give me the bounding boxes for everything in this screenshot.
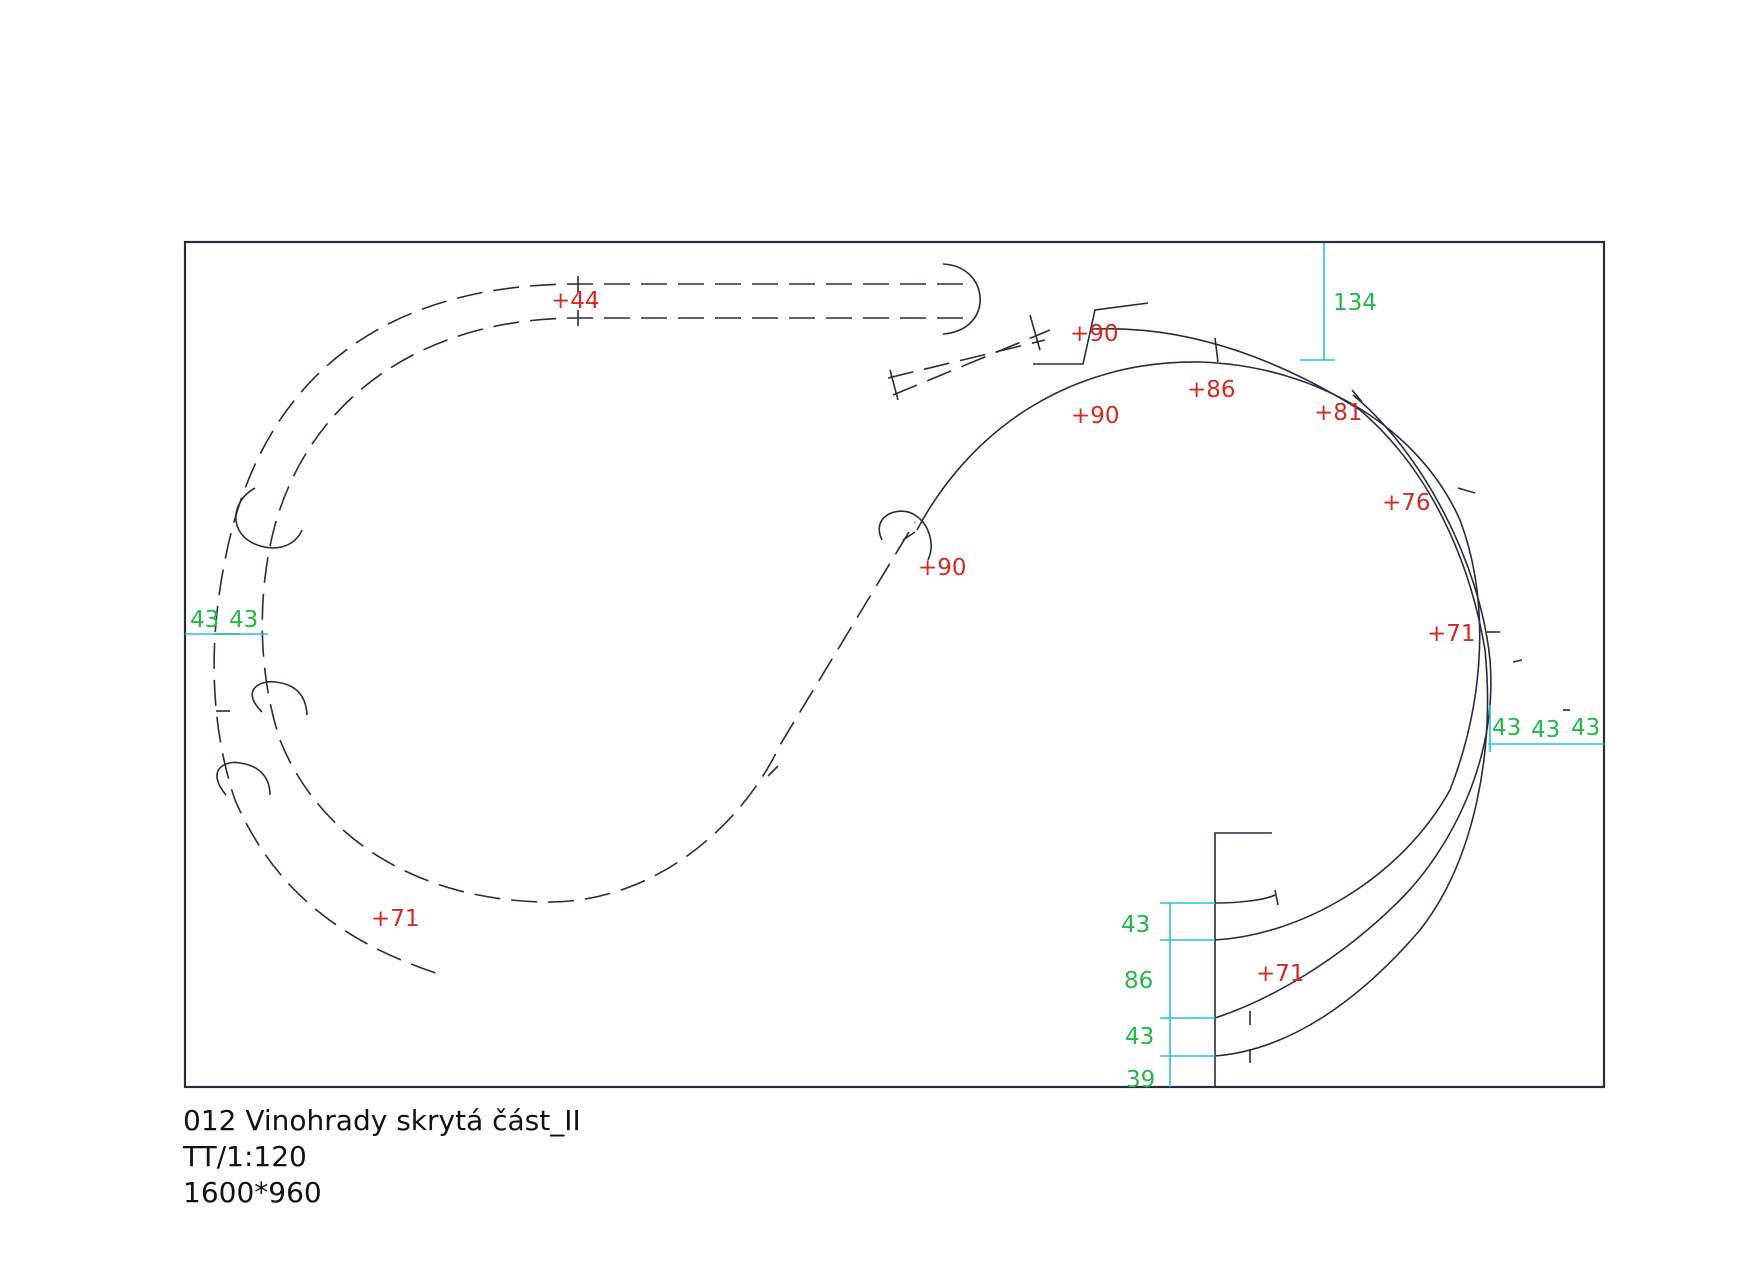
elevation-turnout: +90 bbox=[1070, 321, 1119, 347]
elevation-labels: +44 +71 +90 +90 +90 +86 +81 +76 +71 +71 bbox=[371, 288, 1476, 987]
dimension-right-2: 43 bbox=[1531, 717, 1560, 743]
dimension-right-3: 43 bbox=[1571, 715, 1600, 741]
elevation-right-b: +71 bbox=[1427, 621, 1476, 647]
elevation-right-a: +76 bbox=[1382, 490, 1431, 516]
elevation-inner-loop-top: +90 bbox=[1071, 403, 1120, 429]
caption-title: 012 Vinohrady skrytá část_II bbox=[183, 1104, 581, 1137]
elevation-left-lower: +71 bbox=[371, 906, 420, 932]
elevation-bottom-right: +71 bbox=[1256, 961, 1305, 987]
dimension-bottom-1: 43 bbox=[1121, 912, 1150, 938]
left-dashed-loop bbox=[213, 276, 963, 977]
dimension-bottom-3: 43 bbox=[1125, 1024, 1154, 1050]
dimension-lines bbox=[185, 243, 1604, 1087]
bottom-bracket bbox=[1214, 832, 1272, 1087]
dimension-right-1: 43 bbox=[1492, 715, 1521, 741]
dimension-bottom-4: 39 bbox=[1126, 1067, 1155, 1093]
tunnel-portals bbox=[216, 263, 981, 796]
dimension-left-1: 43 bbox=[190, 607, 219, 633]
elevation-top-a: +86 bbox=[1187, 377, 1236, 403]
elevation-top-straight: +44 bbox=[551, 288, 600, 314]
plan-caption: 012 Vinohrady skrytá část_II TT/1:120 16… bbox=[183, 1103, 581, 1211]
caption-scale: TT/1:120 bbox=[183, 1140, 307, 1173]
dimension-left-2: 43 bbox=[229, 607, 258, 633]
elevation-portal-mid: +90 bbox=[918, 555, 967, 581]
board-outline bbox=[183, 240, 1606, 1089]
caption-size: 1600*960 bbox=[183, 1176, 322, 1209]
dimension-top-gap: 134 bbox=[1333, 290, 1377, 316]
dimension-bottom-2: 86 bbox=[1124, 968, 1153, 994]
dimension-labels: 134 43 43 43 43 43 43 86 43 39 bbox=[190, 290, 1600, 1093]
elevation-top-b: +81 bbox=[1314, 400, 1363, 426]
right-solid-loop bbox=[887, 302, 1570, 1063]
